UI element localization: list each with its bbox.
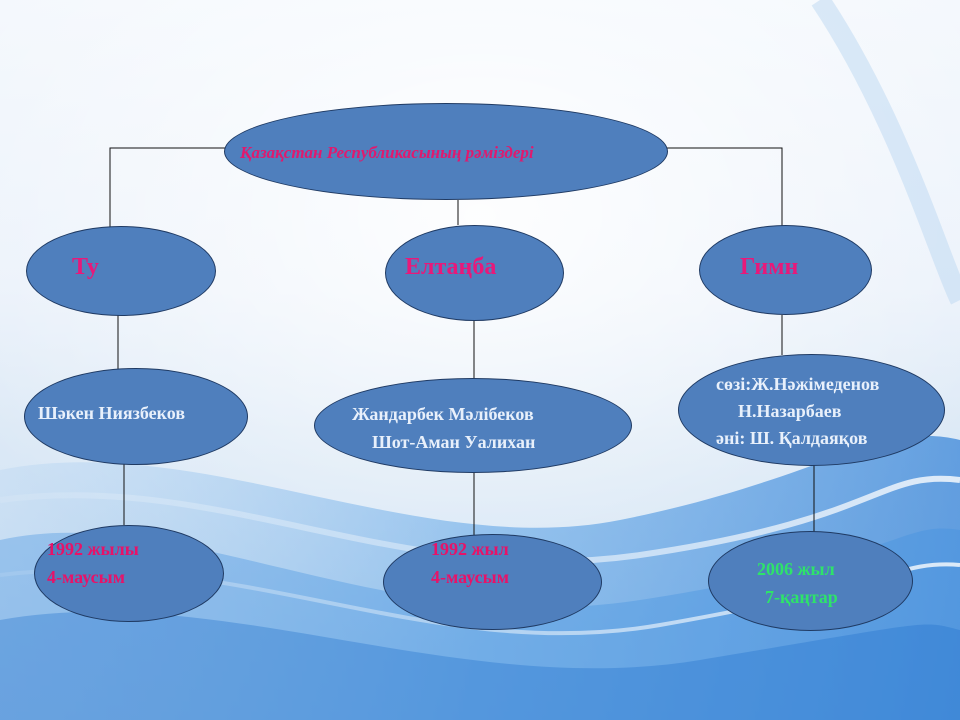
connector-root-left bbox=[109, 147, 228, 228]
symbol-node-anthem bbox=[699, 225, 872, 315]
author-emblem-line-2: Шот-Аман Уалихан bbox=[372, 432, 536, 452]
root-node bbox=[224, 103, 668, 200]
author-node-anthem bbox=[678, 354, 945, 466]
symbol-label-flag: Ту bbox=[72, 254, 99, 280]
date-node-anthem bbox=[708, 531, 913, 631]
date-node-flag bbox=[34, 525, 224, 622]
symbol-node-emblem bbox=[385, 225, 564, 321]
date-anthem-line-2: 7-қаңтар bbox=[765, 587, 838, 607]
author-node-flag bbox=[24, 368, 248, 465]
date-anthem-line-1: 2006 жыл bbox=[757, 559, 835, 579]
symbol-label-emblem: Елтаңба bbox=[405, 254, 497, 280]
connector-root-right bbox=[664, 147, 783, 228]
date-flag-line-1: 1992 жылы bbox=[47, 539, 139, 559]
author-anthem-line-2: Н.Назарбаев bbox=[738, 401, 842, 421]
author-anthem-line-3: әні: Ш. Қалдаяқов bbox=[716, 428, 868, 448]
symbol-label-anthem: Гимн bbox=[740, 254, 799, 280]
root-title: Қазақстан Республикасының рәміздері bbox=[240, 143, 534, 162]
author-anthem-line-1: сөзі:Ж.Нәжімеденов bbox=[716, 374, 880, 394]
date-emblem-line-2: 4-маусым bbox=[431, 567, 509, 587]
date-emblem-line-1: 1992 жыл bbox=[431, 539, 509, 559]
author-emblem-line-1: Жандарбек Мәлібеков bbox=[352, 404, 534, 424]
date-flag-line-2: 4-маусым bbox=[47, 567, 125, 587]
author-node-emblem bbox=[314, 378, 632, 473]
author-flag-line-1: Шәкен Ниязбеков bbox=[38, 403, 186, 423]
date-node-emblem bbox=[383, 534, 602, 630]
symbol-node-flag bbox=[26, 226, 216, 316]
